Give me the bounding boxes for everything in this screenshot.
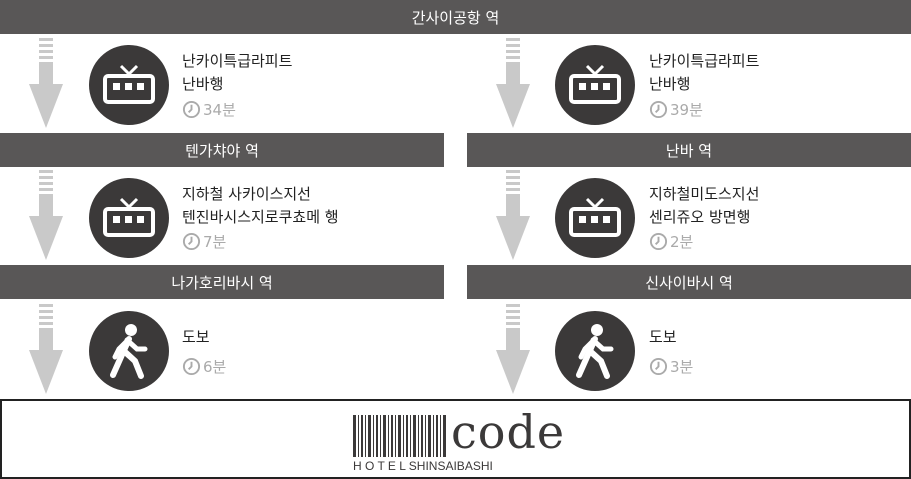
route-line-direction: 텐진바시스지로쿠쵸메 행 [182,208,339,226]
hotel-logo-box: code H O T E L SHINSAIBASHI [0,399,911,479]
station-bar-tengachaya: 텐가챠야 역 [0,133,444,167]
station-name: 간사이공항 역 [411,8,500,27]
station-name: 나가호리바시 역 [171,273,273,292]
station-name: 텐가챠야 역 [185,141,259,160]
train-icon [89,45,169,125]
train-icon [89,178,169,258]
station-name: 신사이바시 역 [645,273,733,292]
station-name: 난바 역 [665,141,713,160]
down-arrow-icon [496,170,530,264]
route-line-name: 도보 [649,328,677,346]
route-line-name: 지하철 사카이스지선 [182,185,311,203]
walking-person-icon [89,311,169,391]
clock-icon [649,232,668,251]
travel-time: 2분 [649,231,693,252]
travel-time-value: 34분 [203,101,236,119]
clock-icon [649,100,668,119]
station-bar-nagahoribashi: 나가호리바시 역 [0,265,444,299]
travel-time: 3분 [649,356,693,377]
clock-icon [649,357,668,376]
down-arrow-icon [29,38,63,132]
travel-time-value: 2분 [670,233,694,251]
station-bar-kansai-airport: 간사이공항 역 [0,0,911,34]
travel-time: 6분 [182,356,226,377]
down-arrow-icon [496,304,530,398]
walking-person-icon [555,311,635,391]
travel-time: 34분 [182,99,236,120]
route-line-direction: 난바행 [182,75,224,93]
route-line-direction: 난바행 [649,75,691,93]
route-line-name: 지하철미도스지선 [649,185,760,203]
route-line-name: 도보 [182,328,210,346]
station-bar-shinsaibashi: 신사이바시 역 [467,265,911,299]
travel-time-value: 39분 [670,101,703,119]
down-arrow-icon [496,38,530,132]
route-line-direction: 센리쥬오 방면행 [649,208,751,226]
route-line-name: 난카이특급라피트 [649,52,760,70]
clock-icon [182,232,201,251]
travel-time: 39분 [649,99,703,120]
travel-time: 7분 [182,231,226,252]
train-icon [555,45,635,125]
travel-time-value: 3분 [670,358,694,376]
down-arrow-icon [29,304,63,398]
route-line-name: 난카이특급라피트 [182,52,293,70]
clock-icon [182,357,201,376]
station-bar-namba: 난바 역 [467,133,911,167]
travel-time-value: 7분 [203,233,227,251]
train-icon [555,178,635,258]
hotel-logo-word: code [451,405,566,459]
travel-time-value: 6분 [203,358,227,376]
hotel-logo-subtitle: H O T E L SHINSAIBASHI [353,459,493,473]
barcode-logo-icon [353,415,446,457]
clock-icon [182,100,201,119]
down-arrow-icon [29,170,63,264]
